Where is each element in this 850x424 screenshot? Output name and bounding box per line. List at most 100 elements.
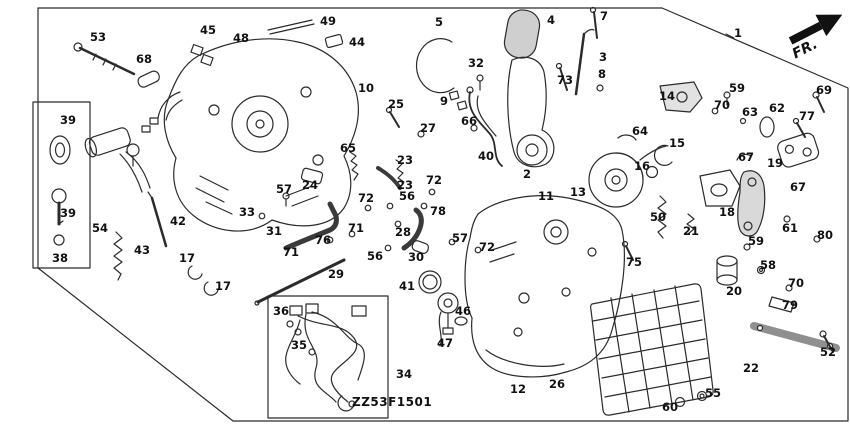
top-left-fasteners <box>73 42 160 88</box>
part-callout-67: 67 <box>738 150 754 164</box>
part-callout-40: 40 <box>478 149 494 163</box>
control-lever-assembly <box>385 6 604 168</box>
part-callout-47: 47 <box>437 336 453 350</box>
part-callout-55: 55 <box>705 386 721 400</box>
part-callout-22: 22 <box>743 361 759 375</box>
part-callout-60: 60 <box>662 400 678 414</box>
part-callout-29: 29 <box>328 267 344 281</box>
part-callout-48: 48 <box>233 31 249 45</box>
part-callout-75: 75 <box>626 255 642 269</box>
part-callout-34: 34 <box>396 367 412 381</box>
diagram-code: ZZ53F1501 <box>352 395 432 409</box>
part-callout-72: 72 <box>358 191 374 205</box>
part-callout-5: 5 <box>435 15 443 29</box>
part-callout-30: 30 <box>408 250 424 264</box>
part-callout-71: 71 <box>283 245 299 259</box>
part-callout-20: 20 <box>726 284 742 298</box>
wire-harness-box <box>267 295 389 419</box>
part-callout-50: 50 <box>650 210 666 224</box>
part-callout-71: 71 <box>348 221 364 235</box>
part-callout-68: 68 <box>136 52 152 66</box>
part-callout-33: 33 <box>239 205 255 219</box>
switch-group <box>418 270 468 347</box>
part-callout-54: 54 <box>92 221 108 235</box>
part-callout-14: 14 <box>659 89 675 103</box>
part-callout-58: 58 <box>760 258 776 272</box>
part-callout-13: 13 <box>570 185 586 199</box>
part-callout-59: 59 <box>748 234 764 248</box>
part-callout-72: 72 <box>479 240 495 254</box>
part-callout-23: 23 <box>397 178 413 192</box>
part-callout-79: 79 <box>782 298 798 312</box>
part-callout-80: 80 <box>817 228 833 242</box>
part-callout-38: 38 <box>52 251 68 265</box>
ignition-key-group <box>32 101 151 269</box>
part-callout-10: 10 <box>358 81 374 95</box>
right-brackets-group <box>659 81 840 353</box>
part-callout-35: 35 <box>291 338 307 352</box>
fr-direction-arrow-icon: FR. <box>788 14 843 62</box>
part-callout-52: 52 <box>820 345 836 359</box>
part-callout-27: 27 <box>420 121 436 135</box>
part-callout-25: 25 <box>388 97 404 111</box>
part-callout-36: 36 <box>273 304 289 318</box>
part-callout-41: 41 <box>399 279 415 293</box>
part-callout-73: 73 <box>557 73 573 87</box>
part-callout-42: 42 <box>170 214 186 228</box>
part-callout-15: 15 <box>669 136 685 150</box>
part-callout-77: 77 <box>799 109 815 123</box>
part-callout-17: 17 <box>215 279 231 293</box>
part-callout-17: 17 <box>179 251 195 265</box>
part-callout-49: 49 <box>320 14 336 28</box>
part-callout-3: 3 <box>599 50 607 64</box>
part-callout-67: 67 <box>790 180 806 194</box>
part-callout-46: 46 <box>455 304 471 318</box>
part-callout-45: 45 <box>200 23 216 37</box>
part-callout-11: 11 <box>538 189 554 203</box>
throttle-drum-group <box>588 134 673 261</box>
part-callout-70: 70 <box>714 98 730 112</box>
part-callout-32: 32 <box>468 56 484 70</box>
spring-rod-group <box>113 191 168 281</box>
part-callout-39: 39 <box>60 206 76 220</box>
part-callout-1: 1 <box>734 26 742 40</box>
part-callout-69: 69 <box>816 83 832 97</box>
part-callout-26: 26 <box>549 377 565 391</box>
part-callout-64: 64 <box>632 124 648 138</box>
part-callout-63: 63 <box>742 105 758 119</box>
part-callout-65: 65 <box>340 141 356 155</box>
right-housing <box>464 195 625 378</box>
part-callout-7: 7 <box>600 9 608 23</box>
part-callout-43: 43 <box>134 243 150 257</box>
part-callout-57: 57 <box>276 182 292 196</box>
part-callout-56: 56 <box>367 249 383 263</box>
part-callout-12: 12 <box>510 382 526 396</box>
part-callout-24: 24 <box>302 178 318 192</box>
part-callout-56: 56 <box>399 189 415 203</box>
part-callout-39: 39 <box>60 113 76 127</box>
part-callout-28: 28 <box>395 225 411 239</box>
part-callout-61: 61 <box>782 221 798 235</box>
part-callout-62: 62 <box>769 101 785 115</box>
grille-plate <box>590 283 714 416</box>
part-callout-9: 9 <box>440 94 448 108</box>
part-callout-44: 44 <box>349 35 365 49</box>
part-callout-19: 19 <box>767 156 783 170</box>
part-callout-66: 66 <box>461 114 477 128</box>
part-callout-23: 23 <box>397 153 413 167</box>
part-callout-21: 21 <box>683 224 699 238</box>
part-callout-53: 53 <box>90 30 106 44</box>
part-callout-59: 59 <box>729 81 745 95</box>
part-callout-31: 31 <box>266 224 282 238</box>
part-callout-76: 76 <box>315 233 331 247</box>
part-callout-70: 70 <box>788 276 804 290</box>
part-callout-8: 8 <box>598 67 606 81</box>
part-callout-4: 4 <box>547 13 555 27</box>
part-callout-78: 78 <box>430 204 446 218</box>
part-callout-57: 57 <box>452 231 468 245</box>
part-callout-16: 16 <box>634 159 650 173</box>
part-callout-2: 2 <box>523 167 531 181</box>
